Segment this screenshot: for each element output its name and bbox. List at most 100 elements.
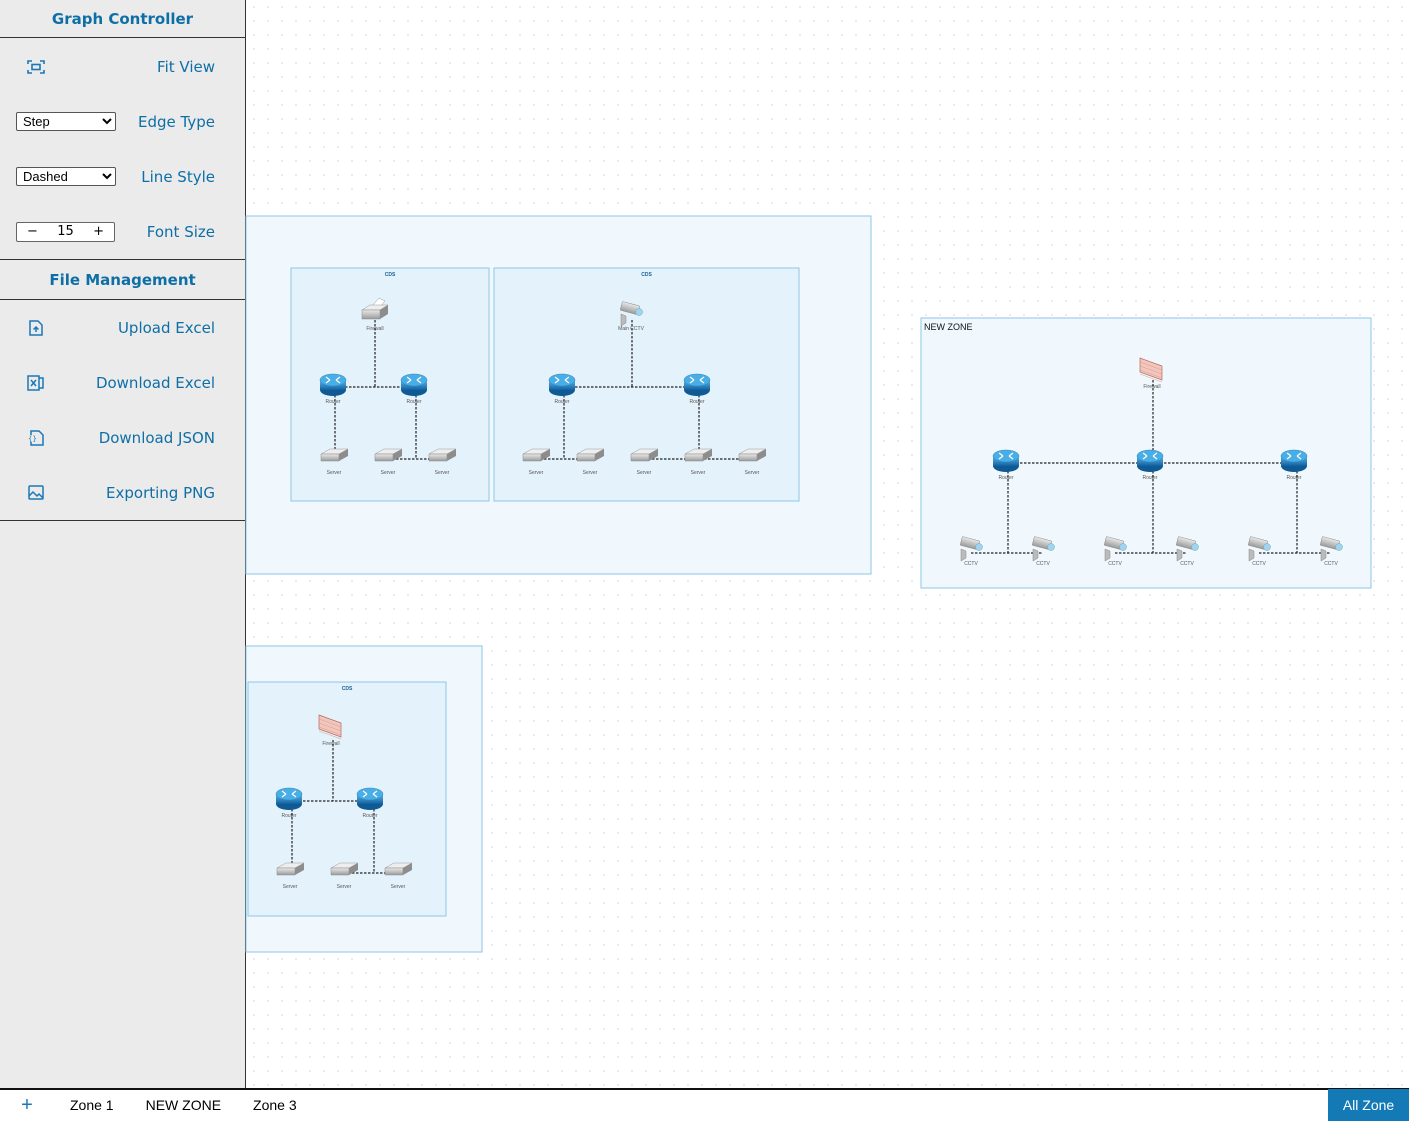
router-icon — [683, 373, 711, 387]
download-json-label: Download JSON — [98, 428, 215, 447]
cctv-lens-icon — [1191, 543, 1199, 551]
node-router[interactable]: Router — [356, 787, 384, 819]
server-icon-side — [295, 863, 304, 875]
node-label: Router — [689, 399, 704, 405]
node-label: Server — [435, 470, 450, 476]
cctv-mount-icon — [1032, 548, 1039, 562]
cctv-lens-icon — [635, 308, 643, 316]
router-arrows-icon — [1286, 452, 1302, 460]
node-label: Router — [1286, 475, 1301, 481]
node-router[interactable]: Router — [275, 787, 303, 819]
sidebar: Graph Controller Fit View Step Edge Type… — [0, 0, 246, 1088]
group-title: CDS — [385, 272, 396, 278]
node-cctv[interactable]: CCTV — [1104, 536, 1127, 567]
router-arrows-icon — [325, 376, 341, 384]
node-server[interactable]: Server — [576, 448, 605, 476]
server-icon — [522, 453, 542, 462]
node-router[interactable]: Router — [400, 373, 428, 405]
node-server[interactable]: Server — [522, 448, 551, 476]
node-router[interactable]: Router — [548, 373, 576, 405]
increment-button[interactable]: + — [93, 224, 104, 239]
node-label: Server — [381, 470, 396, 476]
node-label: Server — [529, 470, 544, 476]
node-firewall[interactable]: Firewall — [1139, 357, 1163, 390]
download-json-button[interactable]: {} Download JSON — [0, 410, 245, 465]
export-png-button[interactable]: Exporting PNG — [0, 465, 245, 520]
add-zone-button[interactable]: + — [21, 1093, 33, 1116]
upload-excel-button[interactable]: Upload Excel — [0, 300, 245, 355]
font-size-value[interactable]: 15 — [57, 224, 74, 239]
node-server[interactable]: Server — [684, 448, 713, 476]
node-label: Router — [325, 399, 340, 405]
file-upload-icon — [16, 319, 56, 336]
cctv-mount-icon — [1104, 548, 1111, 562]
fit-view-button[interactable]: Fit View — [0, 39, 245, 94]
node-cctv[interactable]: CCTV — [1320, 536, 1343, 567]
printer-icon-side — [380, 305, 388, 319]
node-cctv[interactable]: CCTV — [1176, 536, 1199, 567]
node-label: Firewall — [322, 741, 339, 747]
line-style-select[interactable]: Dashed — [16, 167, 116, 186]
node-firewall[interactable]: Firewall — [318, 714, 342, 747]
node-label: CCTV — [964, 561, 978, 567]
download-excel-label: Download Excel — [95, 373, 215, 392]
node-router[interactable]: Router — [992, 449, 1020, 481]
node-router[interactable]: Router — [1280, 449, 1308, 481]
node-label: Router — [554, 399, 569, 405]
router-icon — [548, 373, 576, 387]
cctv-lens-icon — [1047, 543, 1055, 551]
tab-zone-3[interactable]: Zone 3 — [253, 1097, 297, 1113]
printer-icon — [361, 309, 381, 320]
node-server[interactable]: Server — [276, 862, 305, 890]
font-size-stepper[interactable]: − 15 + — [16, 221, 115, 242]
node-server[interactable]: Server — [738, 448, 767, 476]
tab-new-zone[interactable]: NEW ZONE — [145, 1097, 222, 1113]
server-icon — [320, 453, 340, 462]
node-server[interactable]: Server — [330, 862, 359, 890]
node-printer[interactable]: Firewall — [361, 297, 389, 332]
all-zone-button[interactable]: All Zone — [1328, 1089, 1409, 1121]
fit-view-icon — [16, 59, 56, 74]
cctv-mount-icon — [620, 313, 627, 327]
edge-type-select[interactable]: Step — [16, 112, 116, 131]
node-router[interactable]: Router — [683, 373, 711, 405]
node-cctv[interactable]: CCTV — [1248, 536, 1271, 567]
node-server[interactable]: Server — [630, 448, 659, 476]
node-server[interactable]: Server — [384, 862, 413, 890]
download-excel-button[interactable]: Download Excel — [0, 355, 245, 410]
node-cctv[interactable]: CCTV — [1032, 536, 1055, 567]
node-label: Server — [583, 470, 598, 476]
firewall-brick-line — [318, 718, 342, 728]
server-icon-side — [349, 863, 358, 875]
node-cctv[interactable]: CCTV — [960, 536, 983, 567]
node-router[interactable]: Router — [319, 373, 347, 405]
node-cctv[interactable]: Main CCTV — [618, 301, 645, 332]
router-arrows-icon — [406, 376, 422, 384]
zone-tab-bar: + Zone 1 NEW ZONE Zone 3 All Zone — [0, 1088, 1409, 1121]
firewall-icon — [318, 714, 342, 738]
node-server[interactable]: Server — [320, 448, 349, 476]
cctv-mount-icon — [1248, 548, 1255, 562]
decrement-button[interactable]: − — [27, 224, 38, 239]
firewall-brick-line — [318, 722, 342, 732]
node-label: Server — [327, 470, 342, 476]
file-management-list: Upload Excel Download Excel {} Download … — [0, 300, 245, 521]
node-label: Server — [337, 884, 352, 890]
edge-type-row: Step Edge Type — [0, 94, 245, 149]
server-icon — [428, 453, 448, 462]
server-icon-side — [393, 449, 402, 461]
cctv-mount-icon — [1320, 548, 1327, 562]
node-label: Server — [637, 470, 652, 476]
router-icon — [356, 787, 384, 801]
firewall-brick-line — [318, 726, 342, 736]
router-icon — [1280, 449, 1308, 463]
node-server[interactable]: Server — [374, 448, 403, 476]
graph-controller-title: Graph Controller — [0, 0, 245, 38]
server-icon-side — [595, 449, 604, 461]
node-router[interactable]: Router — [1136, 449, 1164, 481]
node-server[interactable]: Server — [428, 448, 457, 476]
node-group[interactable] — [493, 267, 800, 502]
node-label: Router — [406, 399, 421, 405]
tab-zone-1[interactable]: Zone 1 — [70, 1097, 114, 1113]
